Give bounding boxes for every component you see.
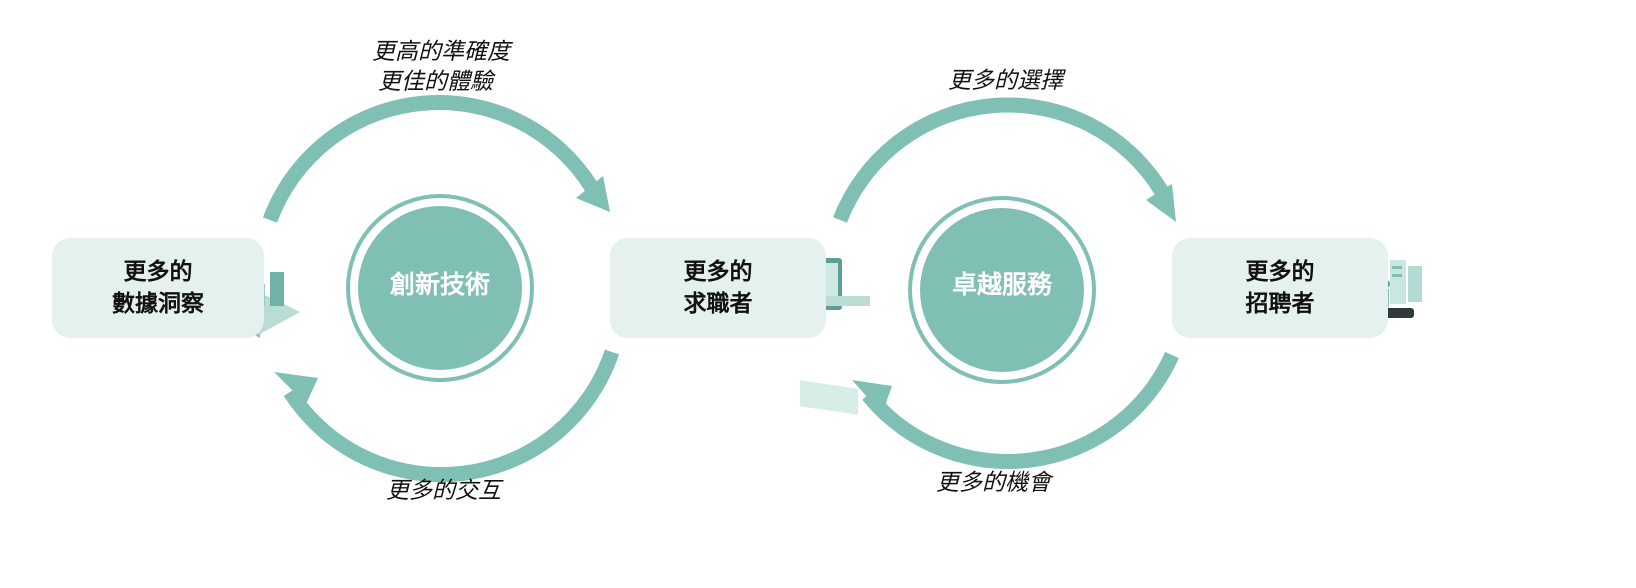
circle-left-ring [346, 194, 534, 382]
label-left-bottom: 更多的交互 [386, 478, 501, 504]
box-recruiters: 更多的 招聘者 [1172, 238, 1388, 338]
arrow-right-bottom-head [852, 380, 892, 414]
box-left-line2: 數據洞察 [112, 291, 204, 317]
arrow-right-top [833, 97, 1169, 223]
circle-left [358, 206, 522, 370]
label-right-top: 更多的選擇 [948, 68, 1063, 94]
box-right-line2: 招聘者 [1245, 291, 1315, 317]
box-middle-line2: 求職者 [683, 291, 753, 317]
circle-right-ring [908, 196, 1096, 384]
arrow-right-bottom [862, 351, 1179, 469]
arrow-left-top-head [576, 176, 610, 212]
arrow-right-top-head [1146, 184, 1176, 222]
label-left-top: 更高的準確度 更佳的體驗 [372, 37, 510, 97]
arrow-left-bottom [283, 349, 620, 483]
arrow-left-top [262, 95, 599, 223]
label-right-bottom: 更多的機會 [936, 470, 1051, 496]
box-middle-line1: 更多的 [683, 259, 753, 285]
arrow-left-bottom-head [274, 372, 318, 404]
box-right-line1: 更多的 [1245, 259, 1315, 285]
label-left-top-line2: 更佳的體驗 [378, 69, 493, 95]
label-left-top-line1: 更高的準確度 [372, 39, 510, 65]
circle-right [920, 208, 1084, 372]
circle-right-label: 卓越服務 [951, 270, 1052, 299]
circle-left-label: 創新技術 [389, 270, 490, 299]
box-data-insights: 更多的 數據洞察 [52, 238, 264, 338]
box-job-seekers: 更多的 求職者 [610, 238, 826, 338]
box-left-line1: 更多的 [123, 259, 193, 285]
